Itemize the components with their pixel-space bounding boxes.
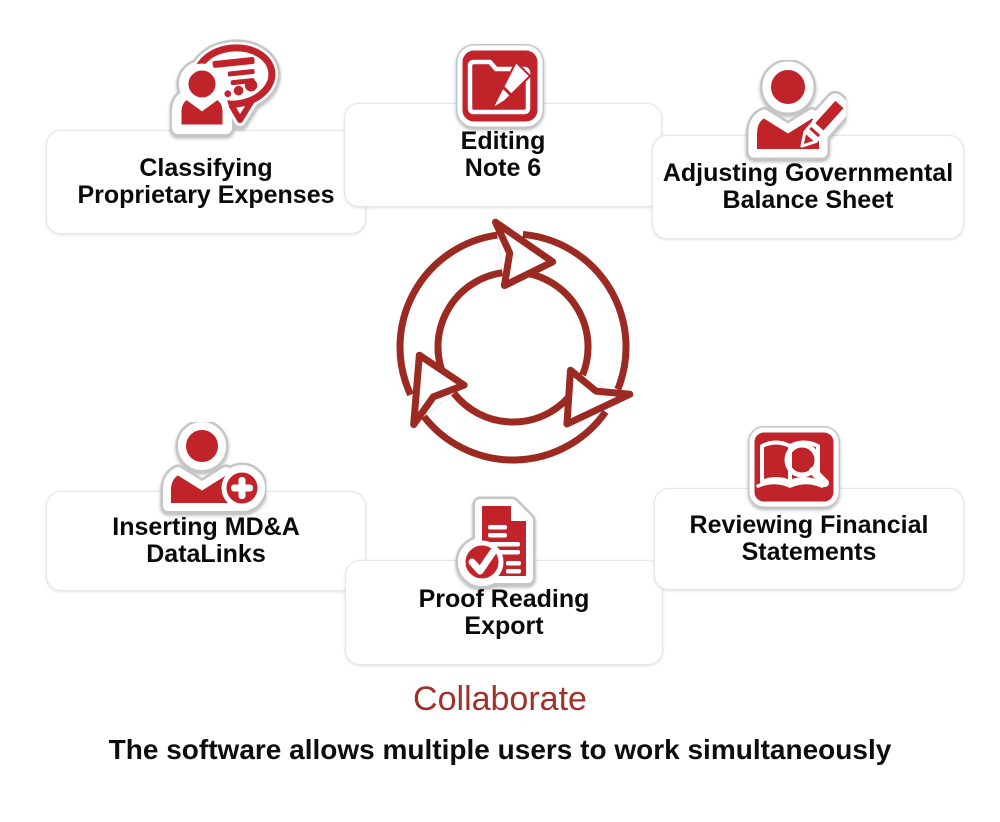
person-add-icon — [160, 422, 266, 514]
node-label-line1: Proof Reading — [418, 584, 590, 613]
node-label-line1: Reviewing Financial — [689, 511, 929, 539]
node-label-line1: Classifying — [139, 154, 273, 182]
node-proofreading: Proof Reading Export — [345, 560, 663, 665]
node-label-line2: Note 6 — [464, 154, 542, 182]
person-pencil-icon — [746, 60, 846, 160]
diagram-title: Collaborate — [413, 680, 587, 718]
node-classifying: Classifying Proprietary Expenses — [46, 130, 366, 234]
node-label-line1: Adjusting Governmental — [662, 159, 954, 187]
document-check-icon — [455, 496, 536, 589]
node-label-line1: Inserting MD&A — [112, 513, 300, 541]
node-label-line2: Proprietary Expenses — [77, 181, 335, 209]
book-magnifier-icon — [748, 426, 840, 508]
node-label-line2: DataLinks — [146, 540, 266, 568]
node-label-line1: Editing — [460, 127, 546, 155]
diagram-caption: The software allows multiple users to wo… — [108, 734, 892, 765]
folder-pen-icon — [456, 44, 544, 128]
node-label-line2: Statements — [741, 538, 877, 566]
person-chat-icon — [170, 39, 281, 137]
cycle-arrows-icon — [396, 218, 634, 464]
node-label-line2: Export — [464, 611, 544, 640]
node-label-line2: Balance Sheet — [722, 186, 894, 214]
